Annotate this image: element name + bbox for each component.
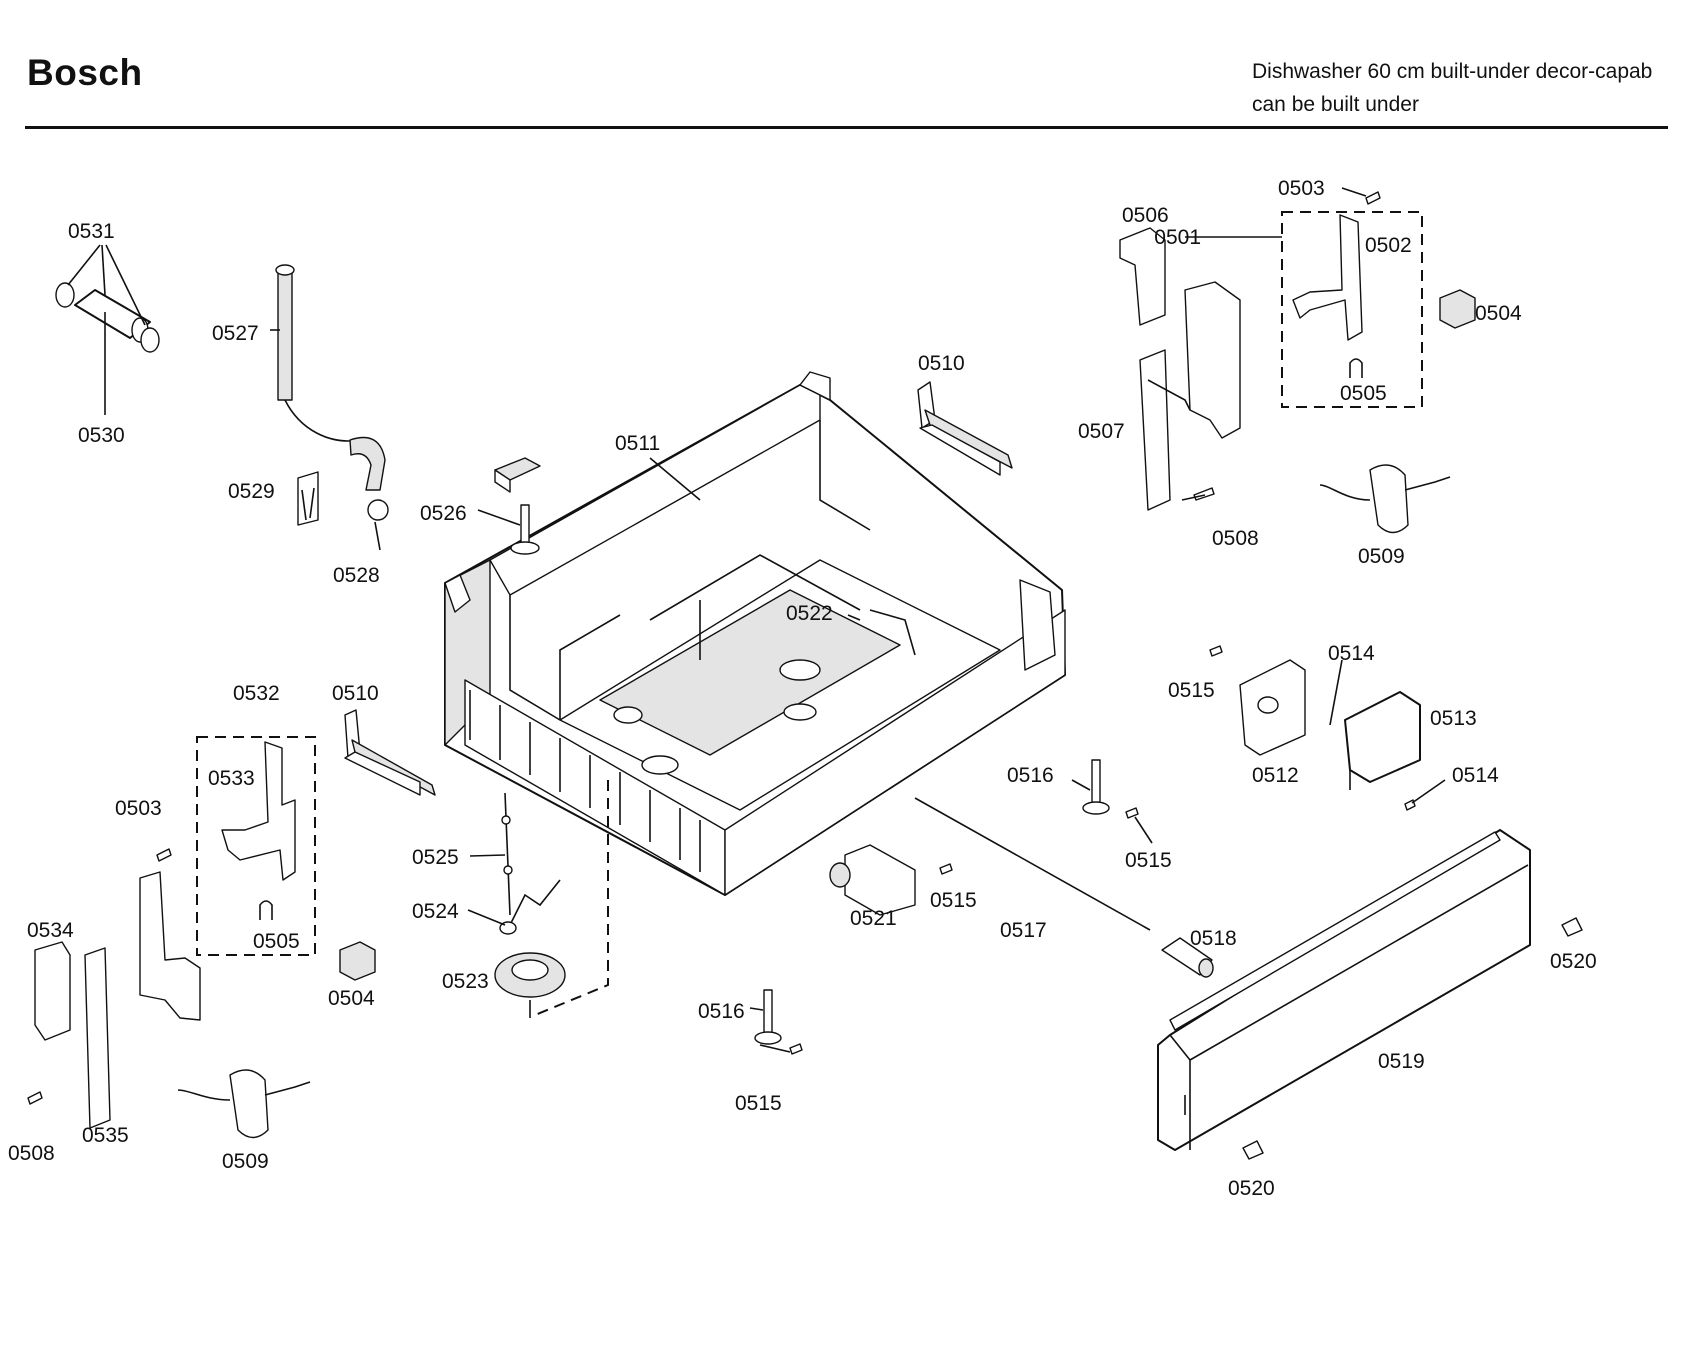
- label-0509-bottom[interactable]: 0509: [222, 1150, 269, 1173]
- label-0503-top[interactable]: 0503: [1278, 177, 1325, 200]
- label-0524[interactable]: 0524: [412, 900, 459, 923]
- label-0512[interactable]: 0512: [1252, 764, 1299, 787]
- description-line-1: Dishwasher 60 cm built-under decor-capab: [1252, 60, 1653, 83]
- latch-0502-drawing: [1292, 214, 1363, 341]
- label-0534[interactable]: 0534: [27, 919, 74, 942]
- sump-0523-drawing: [494, 952, 566, 998]
- label-0514-top[interactable]: 0514: [1328, 642, 1375, 665]
- rod-0525-drawing: [501, 792, 513, 916]
- label-0502[interactable]: 0502: [1365, 234, 1412, 257]
- label-0503-bottom[interactable]: 0503: [115, 797, 162, 820]
- label-0504-bottom[interactable]: 0504: [328, 987, 375, 1010]
- switch-0509-top-drawing: [1319, 464, 1451, 534]
- plinth-0519-drawing: [1157, 829, 1531, 1151]
- spring-0510-left-drawing: [344, 709, 436, 796]
- label-0518[interactable]: 0518: [1190, 927, 1237, 950]
- knob-0518-drawing: [1161, 937, 1214, 978]
- label-0515-b[interactable]: 0515: [1125, 849, 1172, 872]
- label-0510-left[interactable]: 0510: [332, 682, 379, 705]
- header-divider: [25, 126, 1668, 129]
- label-0511[interactable]: 0511: [615, 432, 660, 455]
- leader-lines: [67, 187, 1446, 1053]
- label-0533[interactable]: 0533: [208, 767, 255, 790]
- screw-0508-top-drawing: [1193, 487, 1215, 501]
- drain-hose-0527-drawing: [275, 264, 389, 521]
- bracket-0501-drawing: [1139, 281, 1241, 511]
- foot-0526-drawing: [494, 457, 541, 555]
- model-description: Dishwasher 60 cm built-under decor-capab…: [1252, 55, 1652, 121]
- clip-0505-top-drawing: [1349, 358, 1363, 378]
- spring-0510-top-drawing: [917, 381, 1013, 476]
- dashed-box-right: [1281, 211, 1423, 408]
- description-line-2: can be built under: [1252, 93, 1419, 116]
- clip-0505-bottom-drawing: [259, 900, 273, 920]
- part-labels: 0531 0530 0527 0529 0528 0526 0511 0510 …: [8, 177, 1597, 1200]
- label-0513[interactable]: 0513: [1430, 707, 1477, 730]
- cover-0512-drawing: [1239, 659, 1306, 756]
- screws-0520-drawing: [1242, 917, 1583, 1160]
- label-0532[interactable]: 0532: [233, 682, 280, 705]
- label-0515-c[interactable]: 0515: [930, 889, 977, 912]
- hose-0530-drawing: [55, 282, 160, 353]
- brand-title: Bosch: [27, 52, 143, 93]
- label-0504-top[interactable]: 0504: [1475, 302, 1522, 325]
- screw-0503-bottom-drawing: [156, 848, 172, 862]
- foot-0516-right-drawing: [1082, 759, 1110, 815]
- label-0508-bottom[interactable]: 0508: [8, 1142, 55, 1165]
- label-0505-bottom[interactable]: 0505: [253, 930, 300, 953]
- label-0527[interactable]: 0527: [212, 322, 259, 345]
- cover-0513-drawing: [1344, 691, 1421, 790]
- dashed-guides: [529, 780, 609, 1018]
- label-0530[interactable]: 0530: [78, 424, 125, 447]
- base-tub-drawing: [444, 371, 1066, 896]
- label-0514-bottom[interactable]: 0514: [1452, 764, 1499, 787]
- label-0535[interactable]: 0535: [82, 1124, 129, 1147]
- label-0522[interactable]: 0522: [786, 602, 833, 625]
- label-0529[interactable]: 0529: [228, 480, 275, 503]
- label-0525[interactable]: 0525: [412, 846, 459, 869]
- label-0507[interactable]: 0507: [1078, 420, 1125, 443]
- plug-0504-top-drawing: [1439, 289, 1476, 329]
- label-0515-d[interactable]: 0515: [735, 1092, 782, 1115]
- plug-0504-bottom-drawing: [339, 941, 376, 981]
- screw-0503-top-drawing: [1365, 191, 1381, 205]
- label-0520-right[interactable]: 0520: [1550, 950, 1597, 973]
- rod-0517-drawing: [914, 797, 1151, 931]
- label-0510-top[interactable]: 0510: [918, 352, 965, 375]
- bracket-0535-drawing: [84, 871, 201, 1129]
- label-0505-top[interactable]: 0505: [1340, 382, 1387, 405]
- switch-0509-bottom-drawing: [177, 1069, 311, 1139]
- label-0520-bottom[interactable]: 0520: [1228, 1177, 1275, 1200]
- label-0523[interactable]: 0523: [442, 970, 489, 993]
- label-0516-bottom[interactable]: 0516: [698, 1000, 745, 1023]
- dashed-box-left: [196, 736, 316, 956]
- screw-0508-bottom-drawing: [27, 1091, 43, 1105]
- label-0531[interactable]: 0531: [68, 220, 115, 243]
- valve-0521-drawing: [829, 844, 916, 916]
- label-0526[interactable]: 0526: [420, 502, 467, 525]
- clip-0529-drawing: [297, 471, 319, 526]
- label-0521[interactable]: 0521: [850, 907, 897, 930]
- label-0519[interactable]: 0519: [1378, 1050, 1425, 1073]
- foot-0516-bottom-drawing: [754, 989, 782, 1045]
- label-0515-a[interactable]: 0515: [1168, 679, 1215, 702]
- label-0501[interactable]: 0501: [1154, 226, 1201, 249]
- bracket-0506-drawing: [1119, 227, 1166, 326]
- latch-0533-drawing: [221, 741, 296, 881]
- label-0509-top[interactable]: 0509: [1358, 545, 1405, 568]
- label-0528[interactable]: 0528: [333, 564, 380, 587]
- handle-0534-drawing: [34, 941, 71, 1041]
- label-0506[interactable]: 0506: [1122, 204, 1169, 227]
- label-0516-right[interactable]: 0516: [1007, 764, 1054, 787]
- label-0517[interactable]: 0517: [1000, 919, 1047, 942]
- label-0508-top[interactable]: 0508: [1212, 527, 1259, 550]
